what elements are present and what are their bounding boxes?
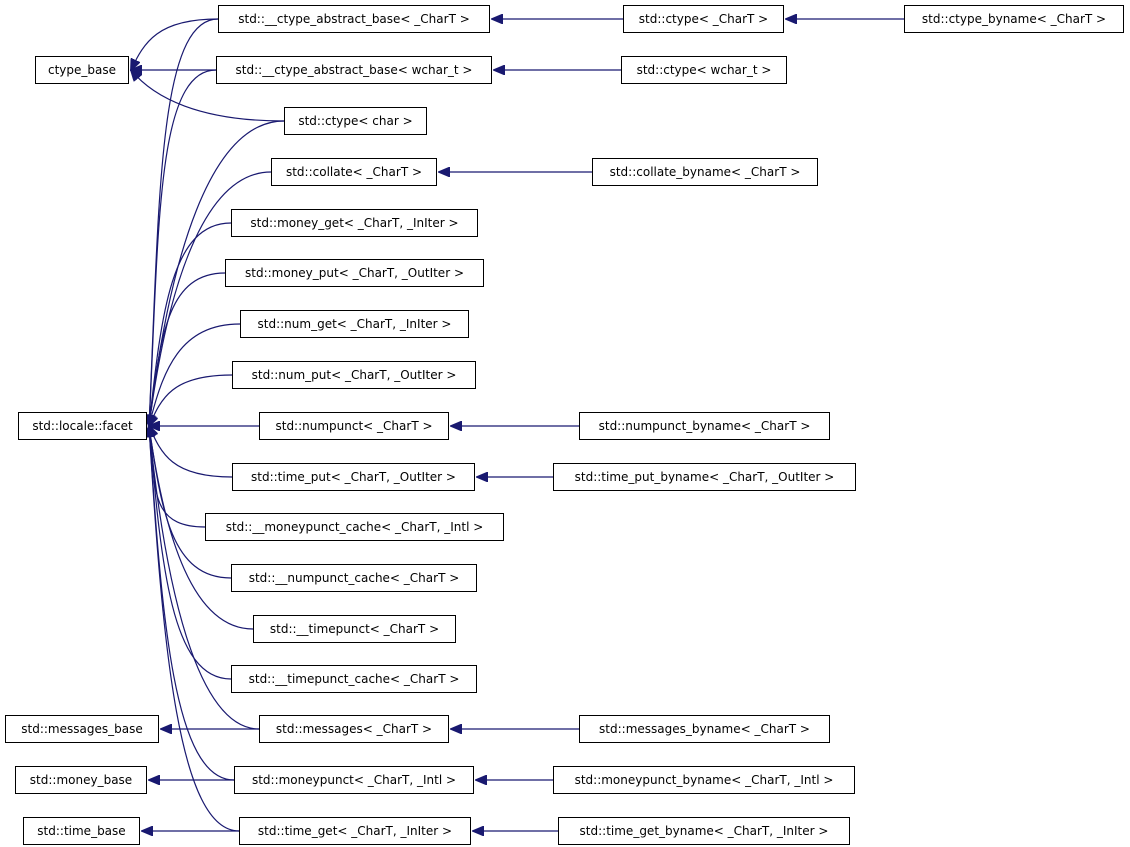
class-node-collate[interactable]: std::collate< _CharT > bbox=[271, 158, 437, 186]
inheritance-edge-ctype-abs-chart-to-ctype-base bbox=[131, 18, 219, 70]
class-node-ctype-chart[interactable]: std::ctype< _CharT > bbox=[623, 5, 784, 33]
inheritance-edge-num-get-to-locale-facet bbox=[149, 323, 241, 426]
class-node-num-get[interactable]: std::num_get< _CharT, _InIter > bbox=[240, 310, 469, 338]
class-node-messages-base[interactable]: std::messages_base bbox=[5, 715, 159, 743]
class-node-time-put-byname[interactable]: std::time_put_byname< _CharT, _OutIter > bbox=[553, 463, 856, 491]
class-node-money-put[interactable]: std::money_put< _CharT, _OutIter > bbox=[225, 259, 484, 287]
class-node-ctype-abs-chart[interactable]: std::__ctype_abstract_base< _CharT > bbox=[218, 5, 490, 33]
inheritance-edge-timepunct-cache-to-locale-facet bbox=[149, 426, 232, 680]
inheritance-edge-messages-to-locale-facet bbox=[149, 426, 260, 730]
class-node-timepunct-cache[interactable]: std::__timepunct_cache< _CharT > bbox=[231, 665, 477, 693]
class-node-time-get[interactable]: std::time_get< _CharT, _InIter > bbox=[239, 817, 471, 845]
class-node-numpunct-byname[interactable]: std::numpunct_byname< _CharT > bbox=[579, 412, 830, 440]
class-node-ctype-wchar[interactable]: std::ctype< wchar_t > bbox=[621, 56, 787, 84]
inheritance-edge-collate-to-locale-facet bbox=[149, 171, 272, 426]
class-node-numpunct-cache[interactable]: std::__numpunct_cache< _CharT > bbox=[231, 564, 477, 592]
inheritance-edge-ctype-char-to-ctype-base bbox=[131, 70, 285, 122]
inheritance-edge-time-put-to-locale-facet bbox=[149, 426, 233, 478]
class-node-numpunct[interactable]: std::numpunct< _CharT > bbox=[259, 412, 449, 440]
class-node-messages[interactable]: std::messages< _CharT > bbox=[259, 715, 449, 743]
class-node-money-base[interactable]: std::money_base bbox=[15, 766, 147, 794]
class-node-locale-facet[interactable]: std::locale::facet bbox=[18, 412, 147, 440]
inheritance-edge-time-get-to-locale-facet bbox=[149, 426, 240, 832]
class-node-collate-byname[interactable]: std::collate_byname< _CharT > bbox=[592, 158, 818, 186]
class-node-moneypunct-byname[interactable]: std::moneypunct_byname< _CharT, _Intl > bbox=[553, 766, 855, 794]
class-node-time-base[interactable]: std::time_base bbox=[23, 817, 140, 845]
class-node-time-get-byname[interactable]: std::time_get_byname< _CharT, _InIter > bbox=[558, 817, 850, 845]
class-node-ctype-base[interactable]: ctype_base bbox=[35, 56, 129, 84]
class-node-ctype-char[interactable]: std::ctype< char > bbox=[284, 107, 427, 135]
class-node-money-get[interactable]: std::money_get< _CharT, _InIter > bbox=[231, 209, 478, 237]
class-node-moneypunct-cache[interactable]: std::__moneypunct_cache< _CharT, _Intl > bbox=[205, 513, 504, 541]
inheritance-edge-timepunct-to-locale-facet bbox=[149, 426, 254, 630]
class-node-timepunct[interactable]: std::__timepunct< _CharT > bbox=[253, 615, 456, 643]
inheritance-edge-ctype-abs-wchar-to-locale-facet bbox=[149, 69, 217, 426]
class-node-num-put[interactable]: std::num_put< _CharT, _OutIter > bbox=[232, 361, 476, 389]
class-node-messages-byname[interactable]: std::messages_byname< _CharT > bbox=[579, 715, 830, 743]
inheritance-edge-money-put-to-locale-facet bbox=[149, 272, 226, 426]
class-node-ctype-byname[interactable]: std::ctype_byname< _CharT > bbox=[904, 5, 1124, 33]
class-node-time-put[interactable]: std::time_put< _CharT, _OutIter > bbox=[232, 463, 475, 491]
inheritance-edge-num-put-to-locale-facet bbox=[149, 374, 233, 426]
class-node-moneypunct[interactable]: std::moneypunct< _CharT, _Intl > bbox=[234, 766, 474, 794]
inheritance-edge-money-get-to-locale-facet bbox=[149, 222, 232, 426]
class-node-ctype-abs-wchar[interactable]: std::__ctype_abstract_base< wchar_t > bbox=[216, 56, 492, 84]
